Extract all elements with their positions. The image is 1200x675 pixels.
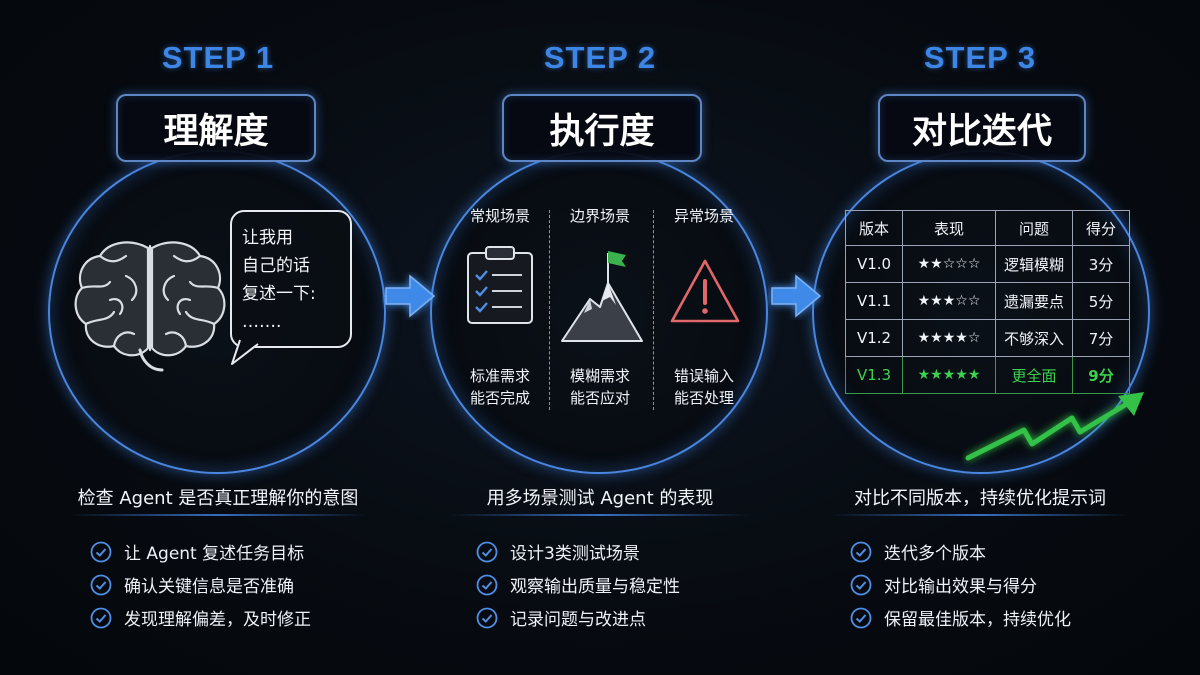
list-item: 设计3类测试场景 <box>476 535 680 568</box>
scene-normal: 常规场景 标准需求 能否完成 <box>450 205 550 407</box>
step-2-title: 执行度 <box>502 94 702 162</box>
scene-title: 异常场景 <box>673 207 734 225</box>
table-row: V1.0 ★★☆☆☆ 逻辑模糊 3分 <box>845 245 1130 283</box>
bullet-text: 对比输出效果与得分 <box>884 577 1037 597</box>
version-cell: V1.0 <box>845 245 903 283</box>
version-cell: V1.2 <box>845 319 903 357</box>
step-3-title: 对比迭代 <box>878 94 1086 162</box>
score-cell: 3分 <box>1072 245 1130 283</box>
bullet-text: 发现理解偏差，及时修正 <box>124 610 311 630</box>
list-item: 对比输出效果与得分 <box>850 568 1071 601</box>
growth-arrow-icon <box>965 392 1144 461</box>
check-circle-icon <box>90 574 112 595</box>
bullet-text: 观察输出质量与稳定性 <box>510 577 680 597</box>
check-circle-icon <box>850 541 872 562</box>
list-item: 记录问题与改进点 <box>476 601 680 634</box>
version-cell: V1.1 <box>845 282 903 320</box>
list-item: 确认关键信息是否准确 <box>90 568 311 601</box>
column-header: 得分 <box>1072 210 1130 246</box>
step-3-bullets: 迭代多个版本 对比输出效果与得分 保留最佳版本，持续优化 <box>850 535 1071 634</box>
version-table: 版本 表现 问题 得分 V1.0 ★★☆☆☆ 逻辑模糊 3分 V1.1 ★★★☆… <box>845 210 1130 394</box>
clipboard-checklist-icon <box>467 246 533 324</box>
rating-stars: ★★★☆☆ <box>902 282 996 320</box>
rating-stars: ★★★★★ <box>902 356 996 394</box>
bullet-text: 确认关键信息是否准确 <box>124 577 294 597</box>
step-1-label: STEP 1 <box>161 40 275 75</box>
score-cell: 9分 <box>1072 356 1130 394</box>
step-1-bullets: 让 Agent 复述任务目标 确认关键信息是否准确 发现理解偏差，及时修正 <box>90 535 311 634</box>
step-3-label: STEP 3 <box>923 40 1037 75</box>
step-2-column: STEP 2 执行度 常规场景 标准需求 能否完成 边界场景 <box>410 0 790 675</box>
scene-description: 模糊需求 能否应对 <box>550 365 650 409</box>
arrow-right-icon <box>385 274 436 318</box>
check-circle-icon <box>90 607 112 628</box>
bubble-line-3: 复述一下: <box>242 284 316 304</box>
table-row-best: V1.3 ★★★★★ 更全面 9分 <box>845 356 1130 394</box>
bubble-line-4: ……. <box>242 312 282 332</box>
step-2-subtitle: 用多场景测试 Agent 的表现 <box>486 488 714 509</box>
scene-title: 常规场景 <box>469 207 530 225</box>
score-cell: 7分 <box>1072 319 1130 357</box>
list-item: 迭代多个版本 <box>850 535 1071 568</box>
check-circle-icon <box>850 607 872 628</box>
column-header: 问题 <box>995 210 1073 246</box>
issue-cell: 逻辑模糊 <box>995 245 1073 283</box>
scene-description: 标准需求 能否完成 <box>450 365 550 409</box>
column-header: 版本 <box>845 210 903 246</box>
arrow-right-icon <box>771 274 822 318</box>
check-circle-icon <box>90 541 112 562</box>
bullet-text: 设计3类测试场景 <box>510 544 640 564</box>
step-3-divider <box>830 514 1130 516</box>
scene-desc-line: 能否处理 <box>673 389 734 407</box>
table-row: V1.2 ★★★★☆ 不够深入 7分 <box>845 319 1130 357</box>
bubble-line-2: 自己的话 <box>242 256 310 276</box>
list-item: 发现理解偏差，及时修正 <box>90 601 311 634</box>
table-header-row: 版本 表现 问题 得分 <box>845 210 1130 246</box>
brain-icon <box>74 241 226 372</box>
table-row: V1.1 ★★★☆☆ 遗漏要点 5分 <box>845 282 1130 320</box>
scene-boundary: 边界场景 模糊需求 能否应对 <box>550 205 650 407</box>
rating-stars: ★★☆☆☆ <box>902 245 996 283</box>
rating-stars: ★★★★☆ <box>902 319 996 357</box>
scene-divider <box>653 210 654 410</box>
check-circle-icon <box>476 541 498 562</box>
mountain-flag-icon <box>561 251 643 342</box>
bullet-text: 保留最佳版本，持续优化 <box>884 610 1071 630</box>
score-cell: 5分 <box>1072 282 1130 320</box>
scene-desc-line: 模糊需求 <box>569 367 630 385</box>
scene-exception: 异常场景 错误输入 能否处理 <box>654 205 754 407</box>
bullet-text: 迭代多个版本 <box>884 544 986 564</box>
check-circle-icon <box>476 574 498 595</box>
step-2-bullets: 设计3类测试场景 观察输出质量与稳定性 记录问题与改进点 <box>476 535 680 634</box>
step-3-subtitle: 对比不同版本，持续优化提示词 <box>854 488 1106 509</box>
list-item: 保留最佳版本，持续优化 <box>850 601 1071 634</box>
step-1-subtitle: 检查 Agent 是否真正理解你的意图 <box>77 488 359 509</box>
bullet-text: 记录问题与改进点 <box>510 610 646 630</box>
issue-cell: 不够深入 <box>995 319 1073 357</box>
scene-desc-line: 能否完成 <box>469 389 530 407</box>
scene-title: 边界场景 <box>569 207 630 225</box>
scene-desc-line: 标准需求 <box>469 367 530 385</box>
step-2-label: STEP 2 <box>543 40 657 75</box>
step-2-divider <box>450 514 750 516</box>
bubble-tail <box>231 339 259 365</box>
step-1-title: 理解度 <box>116 94 316 162</box>
check-circle-icon <box>850 574 872 595</box>
scene-description: 错误输入 能否处理 <box>654 365 754 409</box>
scene-desc-line: 能否应对 <box>569 389 630 407</box>
list-item: 观察输出质量与稳定性 <box>476 568 680 601</box>
check-circle-icon <box>476 607 498 628</box>
column-header: 表现 <box>902 210 996 246</box>
speech-bubble: 让我用 自己的话 复述一下: ……. <box>230 210 352 348</box>
step-1-divider <box>68 514 368 516</box>
scene-desc-line: 错误输入 <box>673 367 734 385</box>
step-1-column: STEP 1 理解度 <box>28 0 408 675</box>
bubble-line-1: 让我用 <box>242 228 293 248</box>
bullet-text: 让 Agent 复述任务目标 <box>124 544 305 564</box>
version-cell: V1.3 <box>845 356 903 394</box>
scene-divider <box>549 210 550 410</box>
warning-triangle-icon <box>670 259 740 323</box>
issue-cell: 遗漏要点 <box>995 282 1073 320</box>
list-item: 让 Agent 复述任务目标 <box>90 535 311 568</box>
